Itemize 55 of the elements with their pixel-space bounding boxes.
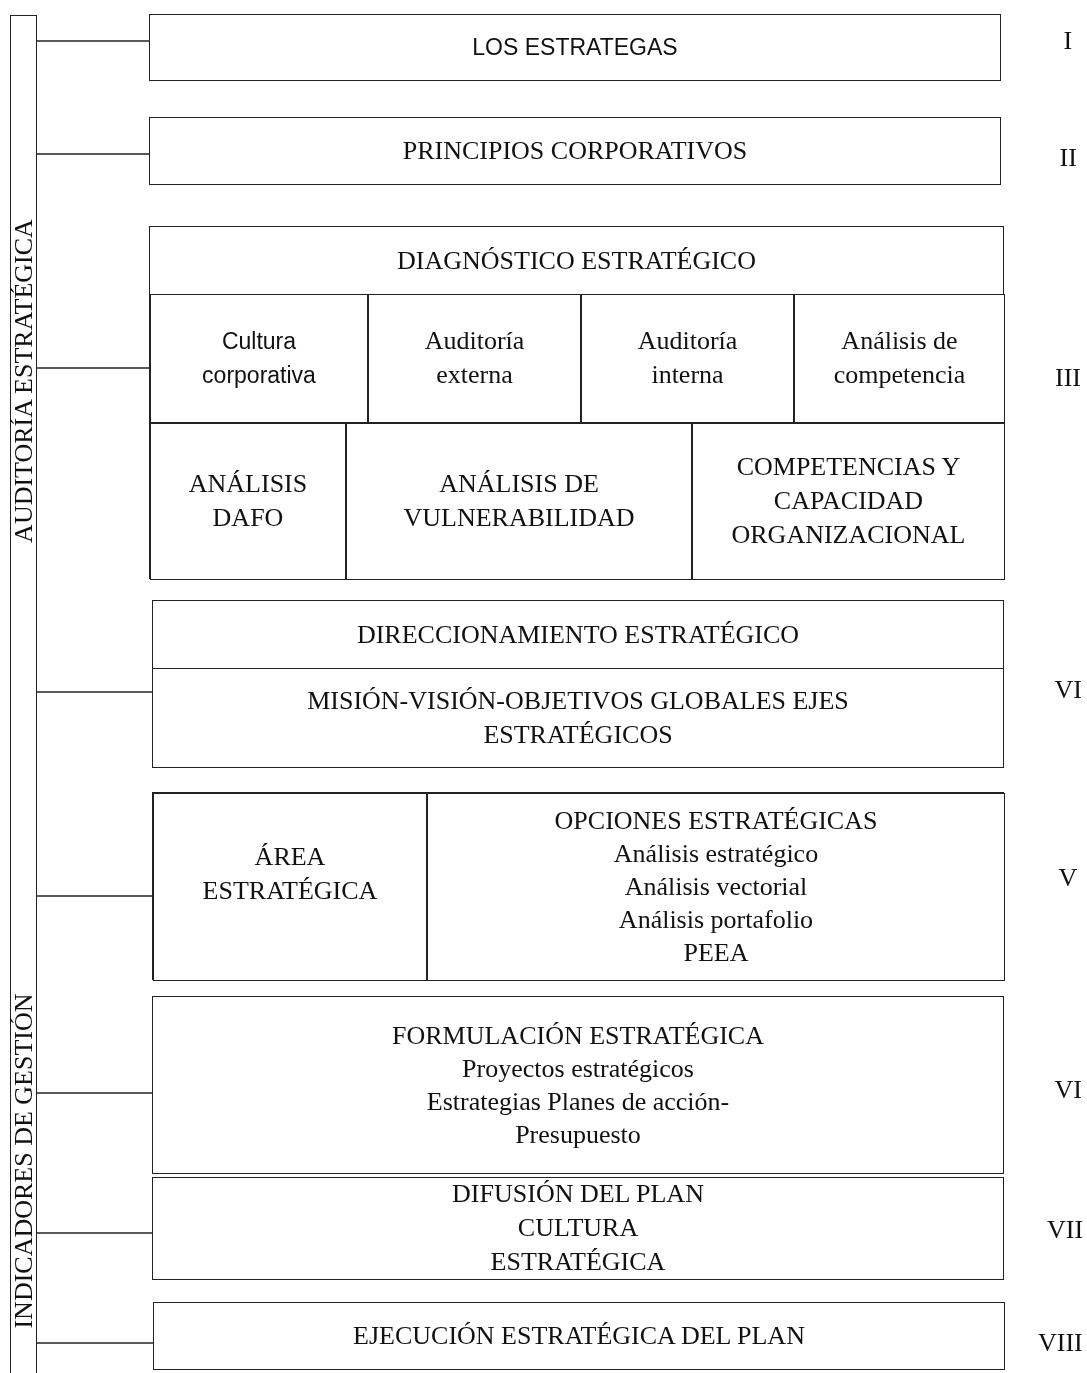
box-text: OPCIONES ESTRATÉGICAS <box>553 805 879 837</box>
roman-numeral: VI <box>1054 675 1082 705</box>
process-box <box>152 600 1004 768</box>
process-box <box>152 1177 1004 1280</box>
box-text: Auditoría externa <box>423 325 526 391</box>
box-text: Cultura corporativa <box>201 327 317 390</box>
heading-text: DIRECCIONAMIENTO ESTRATÉGICO <box>355 618 801 651</box>
vertical-label: INDICADORES DE GESTIÓN <box>8 993 39 1329</box>
process-box <box>152 996 1004 1174</box>
vertical-label: AUDITORÍA ESTRATÉGICA <box>8 219 39 543</box>
box-text: Análisis de competencia <box>832 325 967 391</box>
cell-box <box>692 423 1005 580</box>
process-box <box>149 14 1001 81</box>
box-text: EJECUCIÓN ESTRATÉGICA DEL PLAN <box>352 1319 806 1352</box>
connector-line <box>36 1092 153 1094</box>
connector-line <box>36 40 150 42</box>
box-text: LOS ESTRATEGAS <box>471 33 679 62</box>
cell-box <box>150 294 368 423</box>
connector-line <box>36 895 153 897</box>
connector-line <box>36 153 150 155</box>
cell-box <box>150 423 346 580</box>
cell-box <box>368 294 581 423</box>
roman-numeral: I <box>1063 26 1073 56</box>
body-text: Proyectos estratégicos Estrategias Planes de acción-Presupuesto <box>425 1052 731 1151</box>
cell-box <box>427 793 1005 981</box>
process-box <box>149 117 1001 185</box>
cell-box <box>794 294 1005 423</box>
section-box <box>152 792 1004 980</box>
section-box <box>149 226 1004 579</box>
cell-box <box>153 793 427 981</box>
roman-numeral: II <box>1059 143 1077 173</box>
roman-numeral: VIII <box>1038 1328 1083 1358</box>
process-box <box>153 1302 1005 1370</box>
heading-text: DIAGNÓSTICO ESTRATÉGICO <box>396 244 757 277</box>
box-text: FORMULACIÓN ESTRATÉGICA <box>391 1019 765 1052</box>
roman-numeral: V <box>1058 863 1078 893</box>
connector-line <box>36 1342 154 1344</box>
box-text: COMPETENCIAS Y CAPACIDAD ORGANIZACIONAL <box>730 451 967 551</box>
connector-line <box>36 691 153 693</box>
body-text: MISIÓN-VISIÓN-OBJETIVOS GLOBALES EJES ESTRATÉGICOS <box>306 685 850 751</box>
side-bar <box>10 15 37 1373</box>
box-text: ANÁLISIS DE VULNERABILIDAD <box>402 468 636 534</box>
box-text: PRINCIPIOS CORPORATIVOS <box>401 134 749 167</box>
cell-box <box>346 423 692 580</box>
box-text: Auditoría interna <box>636 325 739 391</box>
connector-line <box>36 367 150 369</box>
roman-numeral: VII <box>1047 1215 1084 1245</box>
box-text: ÁREA ESTRATÉGICA <box>201 841 379 907</box>
box-text: ANÁLISIS DAFO <box>187 468 309 534</box>
connector-line <box>36 1232 153 1234</box>
roman-numeral: III <box>1055 363 1081 393</box>
body-text: Análisis estratégico Análisis vectorial Análisis portafolio PEEA <box>612 838 820 969</box>
box-text: DIFUSIÓN DEL PLAN CULTURA ESTRATÉGICA <box>451 1178 705 1278</box>
roman-numeral: VI <box>1054 1075 1082 1105</box>
cell-box <box>581 294 794 423</box>
